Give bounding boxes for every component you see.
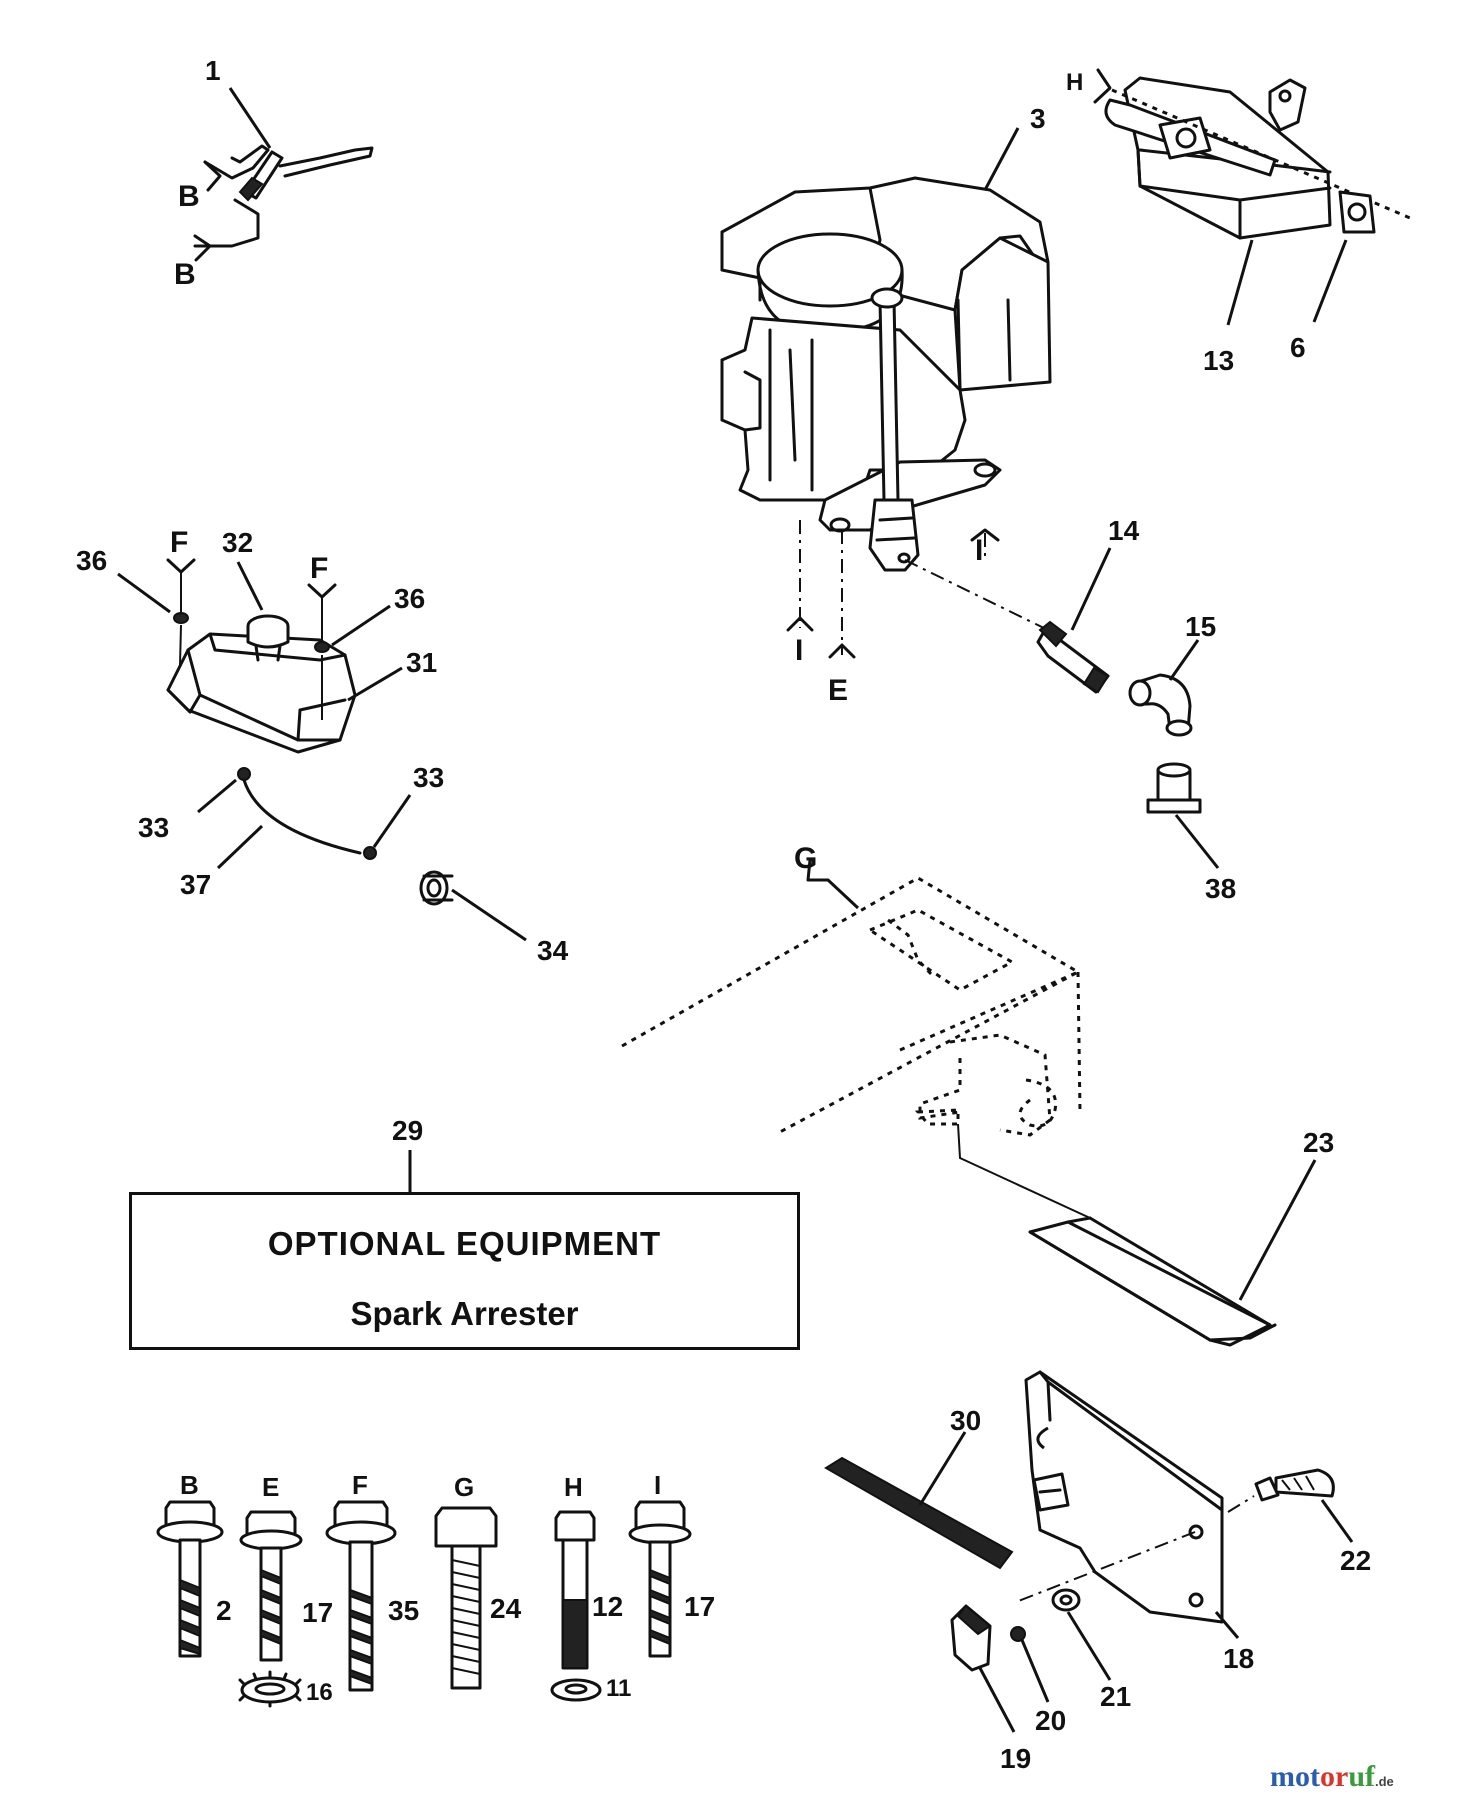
callout-12: 12: [592, 1591, 623, 1622]
callout-3: 3: [1030, 103, 1046, 134]
callout-6: 6: [1290, 332, 1306, 363]
callout-23: 23: [1303, 1127, 1334, 1158]
callout-17-e: 17: [302, 1597, 333, 1628]
frame-outline-dashed: [621, 876, 1082, 1137]
fastener-label-e: E: [262, 1472, 279, 1502]
ref-b-upper: B: [178, 180, 200, 213]
part-19-clip-nut: [950, 1604, 992, 1672]
part-6-exhaust-gasket: [1338, 190, 1376, 234]
fastener-label-h: H: [564, 1472, 583, 1502]
callout-22: 22: [1340, 1545, 1371, 1576]
callout-34: 34: [537, 935, 569, 966]
part-38-drain-plug: [1146, 762, 1202, 814]
optional-equipment-box: OPTIONAL EQUIPMENT Spark Arrester: [129, 1192, 800, 1350]
ref-f-left: F: [170, 526, 188, 559]
fastener-label-g: G: [454, 1472, 474, 1502]
fastener-e-bolt: [239, 1510, 303, 1662]
callout-21: 21: [1100, 1681, 1131, 1712]
part-14-drain-nipple: [1036, 620, 1110, 694]
callout-17-i: 17: [684, 1591, 715, 1622]
part-36-grommet-right: [314, 641, 330, 653]
spark-arrester-label: Spark Arrester: [350, 1295, 579, 1332]
watermark-logo: motoruf.de: [1270, 1760, 1394, 1794]
callout-1: 1: [205, 55, 221, 86]
callout-24: 24: [490, 1593, 522, 1624]
part-1-cable-clamp: [193, 144, 374, 262]
callout-36-left: 36: [76, 545, 107, 576]
part-33-hose-clamp-b: [363, 846, 377, 860]
watermark-suffix: .de: [1375, 1774, 1394, 1789]
callout-35: 35: [388, 1595, 419, 1626]
part-30-seal-strip: [824, 1456, 1014, 1570]
part-22-carriage-bolt: [1254, 1468, 1335, 1502]
part-3-engine: [720, 176, 1052, 572]
ref-i-left: I: [795, 634, 803, 667]
part-20-lock-washer: [1010, 1626, 1026, 1642]
part-18-shield-plate: [1024, 1370, 1224, 1624]
part-31-fuel-tank: [166, 632, 357, 754]
watermark-part-b: or: [1319, 1760, 1349, 1793]
fastener-f-bolt: [325, 1500, 397, 1692]
callout-29: 29: [392, 1115, 423, 1146]
callout-20: 20: [1035, 1705, 1066, 1736]
callout-15: 15: [1185, 611, 1216, 642]
fastener-label-b: B: [180, 1470, 199, 1500]
fastener-g-bolt: [434, 1506, 498, 1690]
fastener-label-f: F: [352, 1470, 368, 1500]
callout-11: 11: [606, 1675, 631, 1702]
part-37-fuel-line: [242, 778, 362, 855]
ref-f-right: F: [310, 552, 328, 585]
callout-2: 2: [216, 1595, 232, 1626]
part-33-hose-clamp-a: [237, 767, 251, 781]
watermark-part-a: mot: [1270, 1760, 1320, 1793]
fastener-i-bolt: [628, 1500, 692, 1658]
callout-31: 31: [406, 647, 437, 678]
callout-33-left: 33: [138, 812, 169, 843]
fastener-b-bolt: [156, 1500, 224, 1658]
ref-b-lower: B: [174, 258, 196, 291]
part-21-flange-nut: [1051, 1588, 1081, 1612]
part-34-fuel-shutoff: [419, 870, 454, 906]
part-32-fuel-cap: [246, 614, 290, 662]
callout-38: 38: [1205, 873, 1236, 904]
callout-30: 30: [950, 1405, 981, 1436]
callout-37: 37: [180, 869, 211, 900]
callout-33-right: 33: [413, 762, 444, 793]
fastener-label-i: I: [654, 1470, 661, 1500]
part-13-muffler: [1104, 76, 1332, 240]
callout-13: 13: [1203, 345, 1234, 376]
watermark-part-c: uf: [1348, 1760, 1375, 1793]
part-11-flat-washer: [550, 1678, 602, 1702]
callout-32: 32: [222, 527, 253, 558]
ref-e: E: [828, 674, 848, 707]
callout-14: 14: [1108, 515, 1140, 546]
callout-36-right: 36: [394, 583, 425, 614]
callout-19: 19: [1000, 1743, 1031, 1774]
ref-h: H: [1066, 69, 1083, 96]
ref-i-right: I: [975, 534, 983, 567]
callout-18: 18: [1223, 1643, 1254, 1674]
part-15-elbow: [1128, 673, 1193, 737]
optional-equipment-title: OPTIONAL EQUIPMENT: [267, 1225, 662, 1262]
ref-g: G: [794, 842, 817, 875]
part-23-deflector: [957, 1123, 1277, 1347]
part-16-star-washer: [238, 1670, 302, 1708]
fastener-h-bolt: [554, 1510, 596, 1670]
callout-16: 16: [306, 1679, 333, 1706]
